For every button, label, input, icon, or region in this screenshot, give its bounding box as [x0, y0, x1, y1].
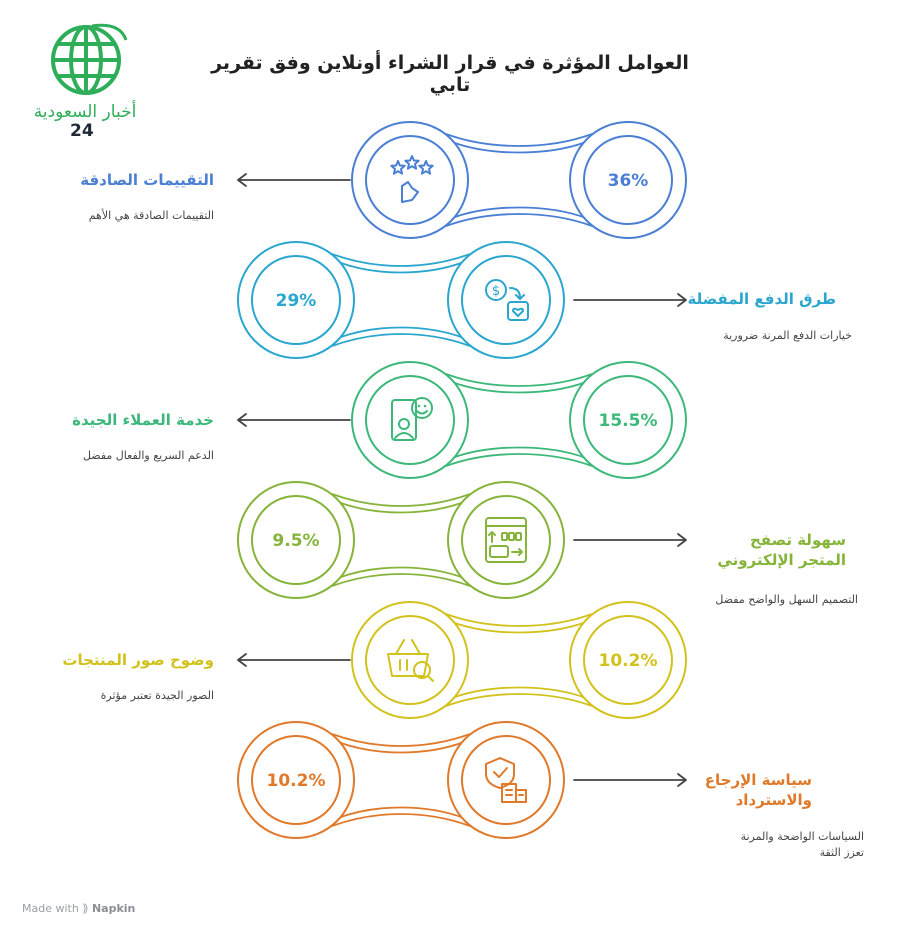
connector-band: [337, 741, 465, 819]
inner-ring: [251, 735, 341, 825]
connector-band-outer: [331, 733, 471, 827]
basket-search-icon: [387, 639, 434, 682]
inner-ring: [365, 135, 455, 225]
inner-ring: [583, 375, 673, 465]
footer-prefix: Made with: [22, 902, 79, 915]
factor-label-5: وضوح صور المنتجات: [62, 651, 214, 669]
inner-ring: [251, 495, 341, 585]
factor-value: 29%: [276, 291, 317, 311]
logo-text: أخبار السعودية: [33, 102, 137, 122]
factor-value: 9.5%: [272, 531, 319, 551]
connector-band-outer: [445, 613, 593, 707]
arrow-left-icon: [237, 173, 351, 187]
svg-text:$: $: [492, 284, 500, 299]
logo-number: 24: [70, 121, 94, 141]
connector-band: [451, 621, 587, 699]
factor-row-6: 10.2%: [237, 721, 687, 839]
factor-row-2: $29%: [237, 241, 687, 359]
connector-band: [451, 381, 587, 459]
logo-globe-icon: [51, 23, 128, 95]
inner-ring: [365, 375, 455, 465]
footer-credit: Made with ⟫ Napkin: [22, 902, 135, 915]
factor-description-2: خيارات الدفع المرنة ضرورية: [723, 329, 852, 342]
inner-ring: [583, 615, 673, 705]
shield-building-icon: [485, 757, 527, 803]
factor-value: 10.2%: [599, 651, 658, 671]
payment-options-icon: $: [485, 279, 529, 321]
factor-value: 36%: [608, 171, 649, 191]
connector-band: [337, 501, 465, 579]
factor-row-1: 36%: [237, 121, 687, 239]
factor-description-4: التصميم السهل والواضح مفضل: [715, 593, 858, 606]
factor-description-6: السياسات الواضحة والمرنة تعزز الثقة: [740, 830, 864, 859]
factor-row-5: 10.2%: [237, 601, 687, 719]
arrow-right-icon: [573, 293, 687, 307]
factor-description-3: الدعم السريع والفعال مفضل: [82, 449, 214, 462]
connector-band-outer: [445, 373, 593, 467]
connector-band-outer: [331, 493, 471, 587]
inner-ring: [461, 255, 551, 345]
factor-value: 10.2%: [267, 771, 326, 791]
customer-support-icon: [391, 397, 433, 441]
page-title: العوامل المؤثرة في قرار الشراء أونلاين و…: [211, 52, 689, 96]
stars-hand-icon: [390, 155, 434, 203]
factor-label-4: سهولة تصفح المتجر الإلكتروني: [717, 531, 846, 570]
arrow-right-icon: [573, 773, 687, 787]
factor-row-4: 9.5%: [237, 481, 687, 599]
factor-row-3: 15.5%: [237, 361, 687, 479]
arrow-left-icon: [237, 653, 351, 667]
factor-label-1: التقييمات الصادقة: [80, 171, 214, 189]
inner-ring: [583, 135, 673, 225]
connector-band: [337, 261, 465, 339]
web-store-navigation-icon: [485, 517, 527, 563]
factor-value: 15.5%: [599, 411, 658, 431]
arrow-left-icon: [237, 413, 351, 427]
connector-band-outer: [331, 253, 471, 347]
factor-description-5: الصور الجيدة تعتبر مؤثرة: [100, 689, 214, 702]
factor-label-6: سياسة الإرجاع والاسترداد: [704, 771, 812, 810]
inner-ring: [251, 255, 341, 345]
factor-description-1: التقييمات الصادقة هي الأهم: [88, 209, 214, 222]
napkin-logo-icon: ⟫: [82, 902, 89, 915]
factor-label-3: خدمة العملاء الجيدة: [72, 411, 214, 429]
connector-band-outer: [445, 133, 593, 227]
connector-band: [451, 141, 587, 219]
inner-ring: [461, 735, 551, 825]
inner-ring: [365, 615, 455, 705]
arrow-right-icon: [573, 533, 687, 547]
factor-label-2: طرق الدفع المفضلة: [687, 290, 836, 308]
footer-brand: Napkin: [91, 902, 136, 915]
